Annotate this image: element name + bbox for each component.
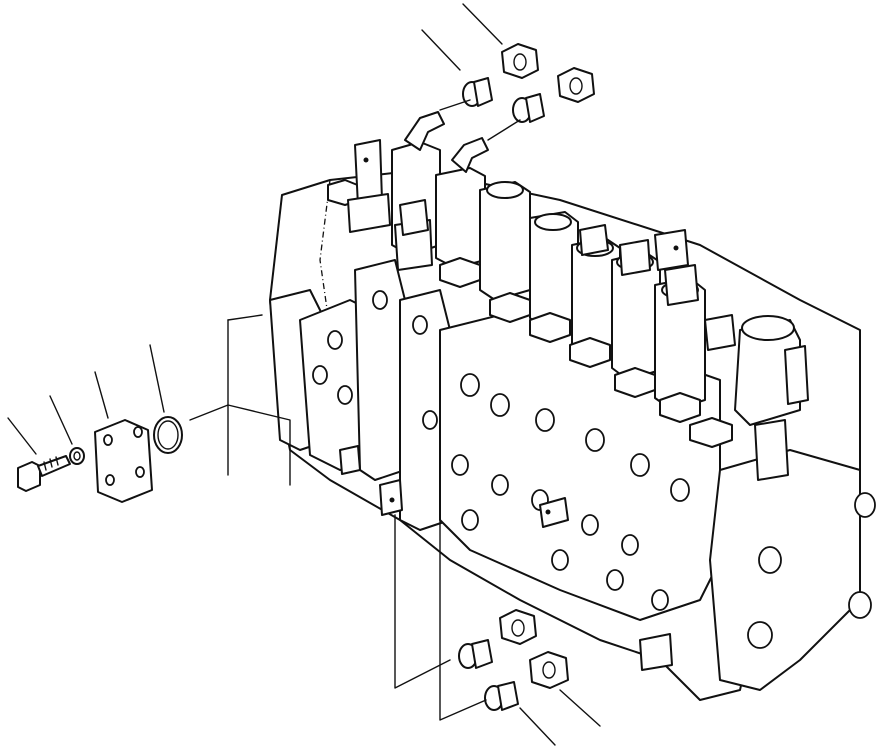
body-hex-caps	[327, 179, 733, 448]
nut	[557, 67, 595, 103]
nut	[529, 651, 569, 689]
elbow-fitting	[404, 111, 489, 173]
plug	[458, 639, 493, 669]
left-exploded-parts	[7, 314, 291, 503]
leader-line	[559, 689, 601, 727]
assembly-line	[227, 404, 291, 486]
leader-line	[149, 344, 165, 413]
flange-cover	[94, 419, 153, 503]
o-ring	[153, 416, 183, 454]
port-holes	[312, 290, 690, 611]
nut	[499, 609, 537, 645]
leader-line	[421, 29, 461, 71]
plug	[484, 681, 519, 711]
leader-line	[462, 3, 503, 45]
assembly-line	[394, 514, 451, 689]
assembly-line	[439, 99, 471, 111]
plug	[462, 77, 493, 107]
bottom-exploded-parts	[394, 514, 601, 746]
plug	[512, 93, 545, 123]
assembly-line	[487, 119, 521, 141]
assembly-line	[189, 404, 229, 476]
bolt	[17, 455, 71, 492]
leader-line	[49, 395, 73, 445]
control-valve-assembly	[269, 111, 876, 701]
leader-line	[519, 707, 556, 746]
relief-valves	[347, 139, 809, 481]
top-exploded-parts	[421, 3, 595, 141]
leader-line	[94, 371, 109, 419]
assembly-line	[439, 514, 487, 721]
assembly-line	[227, 314, 263, 321]
nut	[501, 43, 539, 79]
washer	[69, 447, 85, 465]
leader-line	[7, 417, 37, 455]
